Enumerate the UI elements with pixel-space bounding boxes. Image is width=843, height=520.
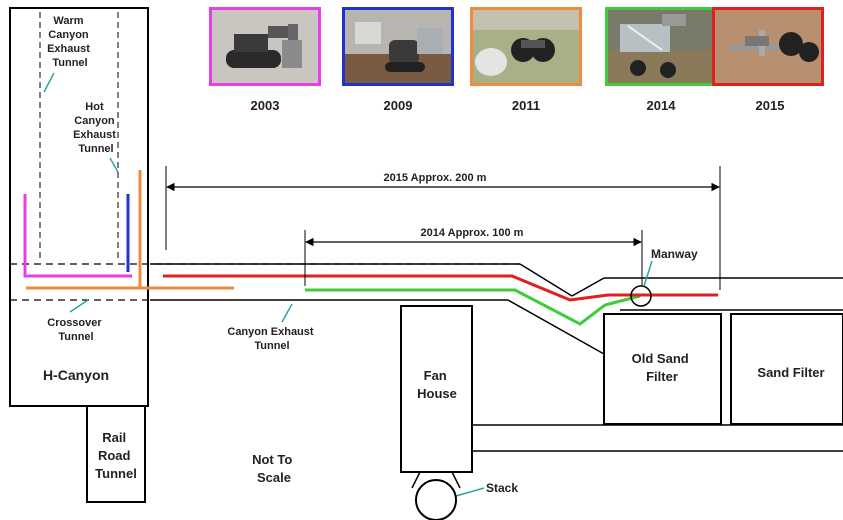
stack-support-right bbox=[452, 472, 460, 488]
rail-road-tunnel-label: Rail Road Tunnel bbox=[95, 430, 137, 481]
manway-leader bbox=[644, 261, 652, 286]
dim-2014-label: 2014 Approx. 100 m bbox=[421, 227, 524, 239]
not-to-scale-label: Not To Scale bbox=[252, 452, 296, 485]
canyon-exhaust-tunnel-label: Canyon Exhaust Tunnel bbox=[227, 326, 316, 352]
path-2011-vertical bbox=[26, 170, 140, 288]
fan-house-label: Fan House bbox=[417, 368, 457, 401]
stack-label: Stack bbox=[486, 481, 518, 495]
path-2003 bbox=[25, 194, 132, 276]
warm-tunnel-leader bbox=[44, 73, 54, 92]
h-canyon-label: H-Canyon bbox=[43, 367, 109, 383]
tunnel-bottom-wall-slope bbox=[508, 300, 604, 354]
warm-tunnel-label: Warm Canyon Exhaust Tunnel bbox=[47, 15, 93, 69]
hot-tunnel-leader bbox=[110, 158, 118, 172]
stack-leader bbox=[456, 488, 484, 496]
manway-label: Manway bbox=[651, 247, 698, 261]
hot-tunnel-label: Hot Canyon Exhaust Tunnel bbox=[73, 101, 119, 155]
canyon-exhaust-leader bbox=[282, 304, 292, 322]
crossover-leader bbox=[70, 300, 88, 312]
tunnel-top-wall-rise bbox=[572, 278, 604, 296]
crossover-tunnel-label: Crossover Tunnel bbox=[47, 317, 104, 343]
sand-filter-label: Sand Filter bbox=[757, 365, 824, 380]
stack-support-left bbox=[412, 472, 420, 488]
stack-circle bbox=[416, 480, 456, 520]
dim-2015-label: 2015 Approx. 200 m bbox=[384, 172, 487, 184]
